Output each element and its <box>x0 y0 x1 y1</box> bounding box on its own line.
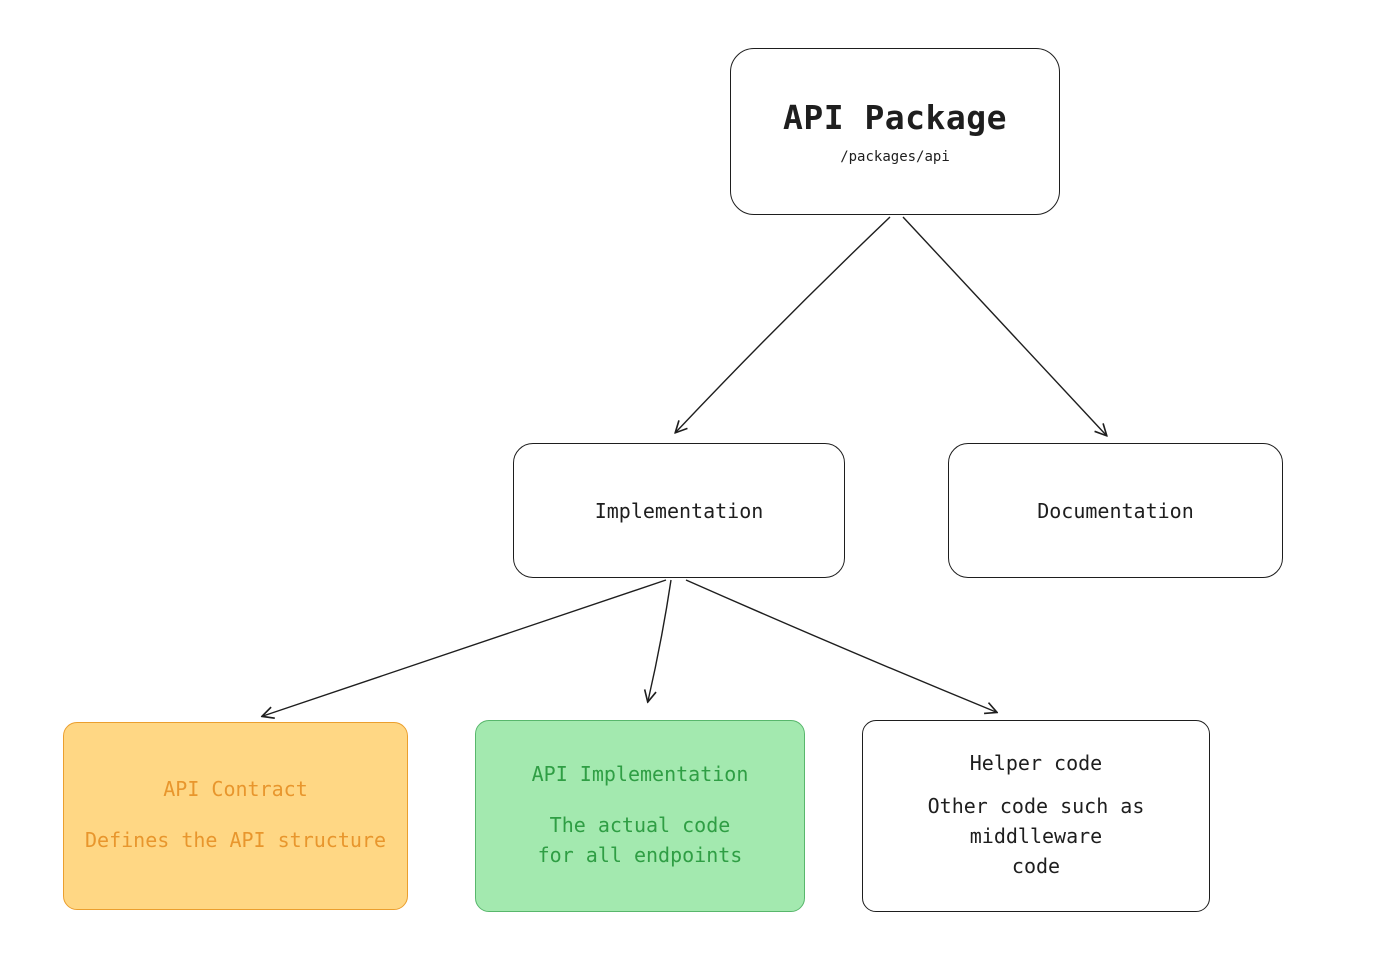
api-contract-title: API Contract <box>163 777 308 801</box>
edge-implementation-to-helper-code <box>685 579 996 712</box>
edge-implementation-to-api-contract <box>263 579 667 716</box>
api-contract-description: Defines the API structure <box>84 828 387 852</box>
node-api-contract: API Contract Defines the API structure <box>63 722 408 910</box>
edge-implementation-to-api-implementation <box>648 579 672 701</box>
node-api-implementation: API Implementation The actual code for a… <box>475 720 805 912</box>
api-implementation-title: API Implementation <box>531 762 749 786</box>
helper-code-title: Helper code <box>969 751 1103 775</box>
edge-api-package-to-documentation <box>902 216 1106 435</box>
api-package-subtitle: /packages/api <box>840 149 950 165</box>
node-documentation: Documentation <box>948 443 1283 578</box>
node-api-package: API Package /packages/api <box>730 48 1060 215</box>
node-implementation: Implementation <box>513 443 845 578</box>
helper-code-description: Other code such as middlleware code <box>927 794 1145 878</box>
implementation-label: Implementation <box>594 498 764 523</box>
node-helper-code: Helper code Other code such as middllewa… <box>862 720 1210 912</box>
api-implementation-description: The actual code for all endpoints <box>537 813 743 867</box>
documentation-label: Documentation <box>1037 498 1194 523</box>
edge-api-package-to-implementation <box>676 216 891 432</box>
api-package-title: API Package <box>782 98 1008 137</box>
